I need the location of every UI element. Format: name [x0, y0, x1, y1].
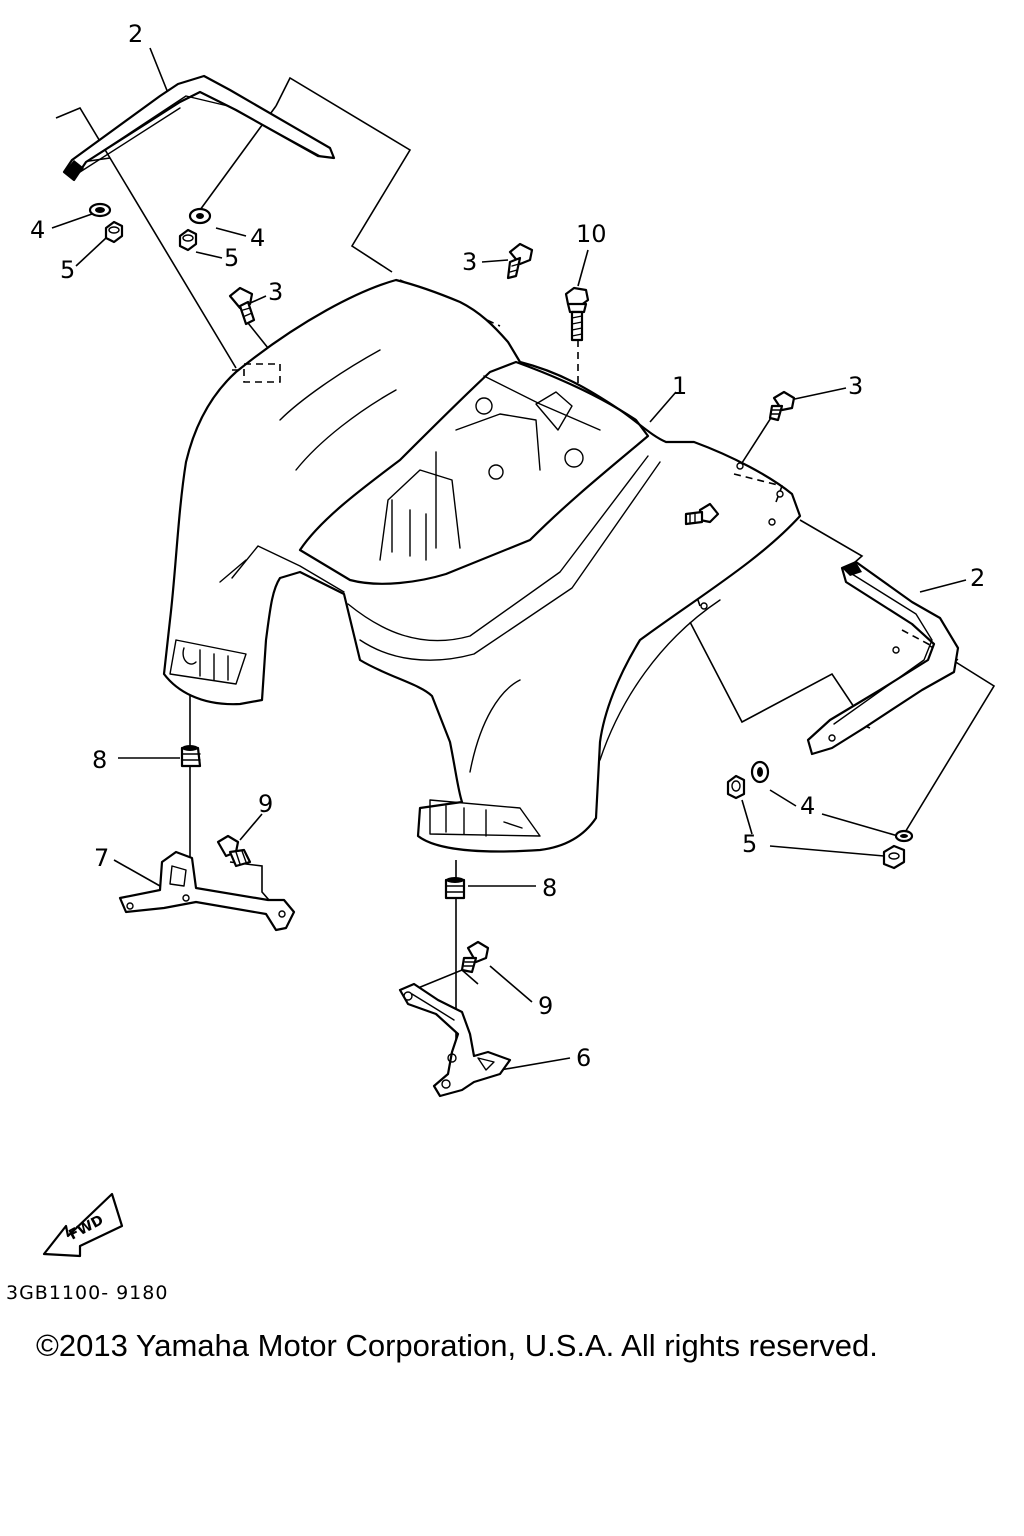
damper-part-8-center[interactable] — [444, 877, 466, 900]
fwd-arrow-icon: FWD — [42, 1192, 124, 1258]
callout-8-left[interactable]: 8 — [92, 746, 107, 774]
callout-2-right[interactable]: 2 — [970, 564, 985, 592]
nut-part-5-left[interactable] — [104, 220, 124, 244]
callout-9-center[interactable]: 9 — [538, 992, 553, 1020]
bracket-part-7[interactable] — [118, 850, 296, 932]
bolt-part-10[interactable] — [564, 286, 590, 342]
copyright-notice: ©2013 Yamaha Motor Corporation, U.S.A. A… — [36, 1328, 878, 1363]
guard-part-2-left[interactable] — [62, 74, 336, 182]
callout-3-upper-left[interactable]: 3 — [268, 278, 283, 306]
callout-1[interactable]: 1 — [672, 372, 687, 400]
diagram-code: 3GB1100- 9180 — [6, 1282, 169, 1304]
callout-5-mid[interactable]: 5 — [224, 244, 239, 272]
bolt-part-3-right-inner[interactable] — [684, 502, 720, 526]
callout-2-top[interactable]: 2 — [128, 20, 143, 48]
callout-5-left[interactable]: 5 — [60, 256, 75, 284]
washer-part-4-right-lower[interactable] — [894, 829, 914, 843]
callout-5-right[interactable]: 5 — [742, 830, 757, 858]
callout-9-left[interactable]: 9 — [258, 790, 273, 818]
bolt-part-9-left[interactable] — [216, 834, 252, 868]
callout-8-center[interactable]: 8 — [542, 874, 557, 902]
washer-part-4-left[interactable] — [88, 202, 112, 218]
bracket-part-6[interactable] — [398, 982, 512, 1098]
bolt-part-3-right[interactable] — [768, 390, 796, 422]
rear-fender-part-1[interactable] — [162, 278, 802, 853]
callout-6[interactable]: 6 — [576, 1044, 591, 1072]
guard-part-2-right[interactable] — [806, 560, 960, 756]
bolt-part-9-center[interactable] — [460, 940, 490, 974]
nut-part-5-right-lower[interactable] — [882, 844, 906, 870]
damper-part-8-left[interactable] — [180, 745, 202, 768]
parts-diagram: 2 4 5 4 5 3 3 10 1 3 3 2 8 9 7 4 5 8 9 6 — [30, 20, 996, 1258]
callout-4-left[interactable]: 4 — [30, 216, 45, 244]
callout-7[interactable]: 7 — [94, 844, 109, 872]
callout-3-right[interactable]: 3 — [848, 372, 863, 400]
callout-4-right[interactable]: 4 — [800, 792, 815, 820]
washer-part-4-right[interactable] — [750, 760, 770, 784]
nut-part-5-right-upper[interactable] — [726, 774, 746, 800]
callout-10[interactable]: 10 — [576, 220, 607, 248]
callout-4-mid[interactable]: 4 — [250, 224, 265, 252]
bolt-part-3-upper-left[interactable] — [228, 286, 256, 326]
nut-part-5-mid[interactable] — [178, 228, 198, 252]
callout-3-top-mid[interactable]: 3 — [462, 248, 477, 276]
bolt-part-3-top-mid[interactable] — [506, 242, 534, 280]
washer-part-4-mid[interactable] — [188, 207, 212, 225]
